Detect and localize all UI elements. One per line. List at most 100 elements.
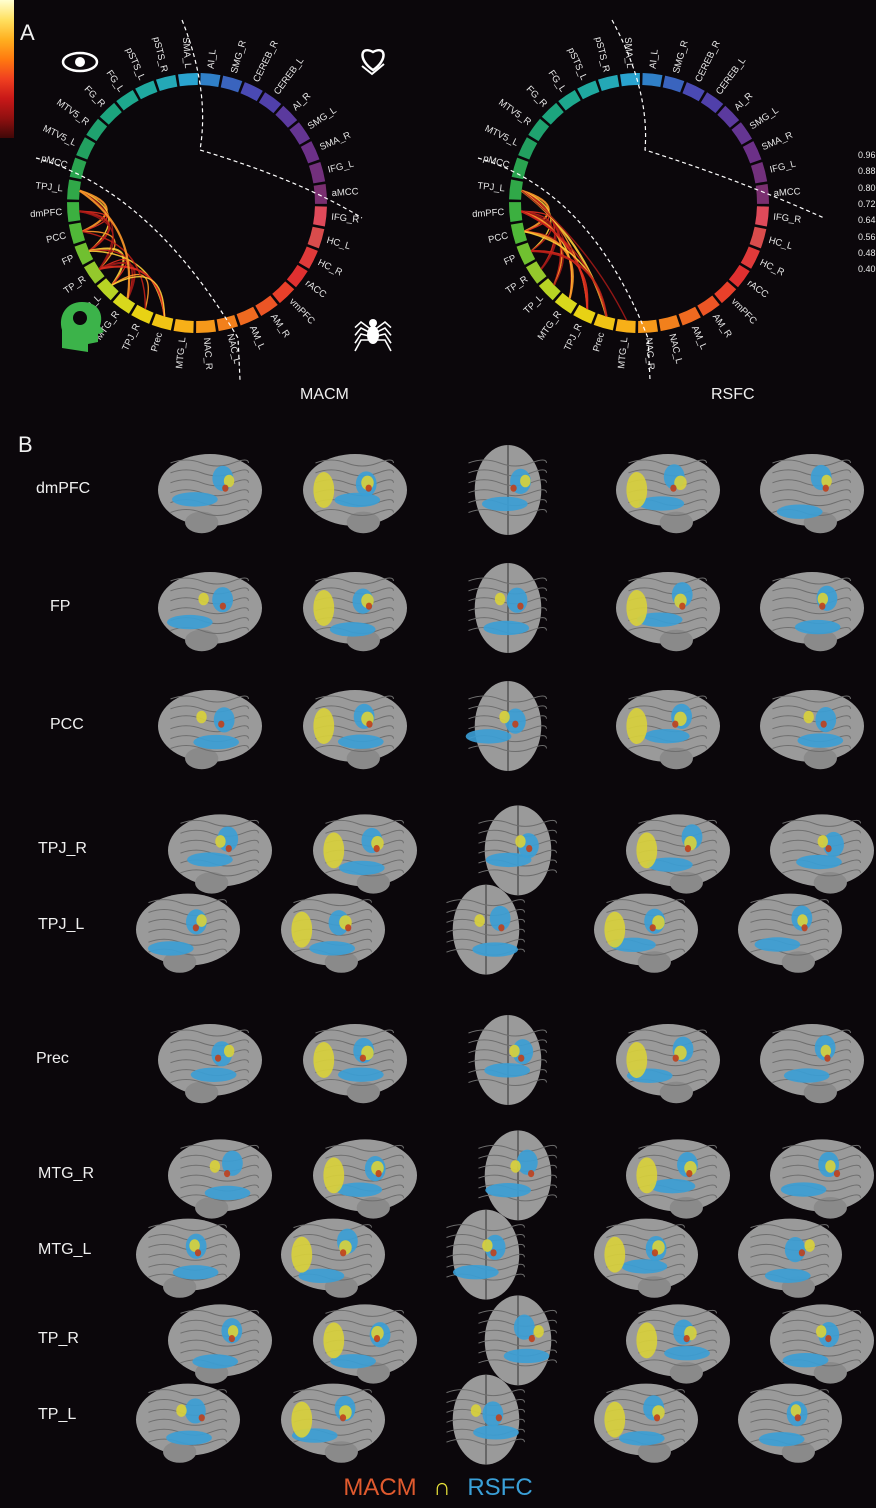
rsfc-node-label: dmPFC (472, 207, 505, 220)
macm-node-HC_R (298, 246, 318, 269)
macm-edge (98, 261, 136, 299)
brain-render (303, 454, 407, 534)
macm-overlay (365, 602, 373, 610)
macm-node-HC_L (307, 226, 325, 249)
macm-overlay (517, 602, 524, 610)
rsfc-node-FG_L (558, 89, 581, 111)
macm-overlay (366, 720, 373, 728)
rsfc-node-MTG_R (554, 292, 578, 314)
panel-b-letter: B (18, 432, 33, 457)
overlap-overlay (520, 474, 531, 488)
colorbar-tick-label: 0.64 (858, 215, 876, 226)
rsfc-overlay (643, 728, 690, 744)
macm-edge (79, 210, 111, 252)
brain-render (281, 1218, 385, 1298)
overlap-overlay (815, 1325, 827, 1338)
macm-node-IFG_L (308, 161, 326, 184)
macm-overlay (518, 1054, 525, 1062)
rsfc-node-dmPFC (509, 202, 523, 222)
macm-overlay (340, 1249, 347, 1257)
rsfc-overlay (764, 1268, 811, 1283)
colorbar-gradient (0, 0, 14, 138)
colorbar-tick-label: 0.72 (858, 198, 876, 209)
rsfc-overlay (503, 1348, 550, 1364)
macm-node-rACC (286, 264, 308, 288)
brain-render (136, 1218, 240, 1298)
colorbar-tick-label: 0.48 (858, 247, 876, 258)
brain-render (168, 814, 272, 894)
overlap-overlay (509, 1044, 520, 1058)
overlap-overlay (313, 590, 335, 626)
row-label: MTG_L (38, 1241, 92, 1258)
brain-render (446, 1374, 525, 1465)
macm-node-label: Prec (149, 331, 165, 353)
rsfc-node-label: FP (502, 253, 518, 268)
rsfc-node-HC_R (740, 246, 760, 269)
rsfc-overlay (221, 1150, 243, 1176)
macm-label: MACM (300, 386, 349, 403)
macm-node-TPJ_R (131, 304, 154, 324)
rsfc-overlay (192, 1354, 239, 1369)
rsfc-overlay (483, 620, 530, 636)
brain-render (616, 454, 720, 534)
brain-render (760, 690, 864, 770)
rsfc-node-TP_R (525, 261, 547, 284)
macm-node-AM_L (236, 306, 259, 326)
rsfc-node-SMG_R (662, 75, 685, 93)
rsfc-node-label: MTG_L (616, 337, 630, 370)
rsfc-label: RSFC (711, 386, 755, 403)
rsfc-overlay (298, 1268, 345, 1284)
macm-edge (79, 210, 115, 270)
overlap-overlay (626, 1042, 648, 1078)
macm-edge (88, 247, 125, 286)
rsfc-overlay (513, 1314, 535, 1340)
macm-overlay (528, 1335, 535, 1343)
macm-overlay (798, 1249, 806, 1257)
brain-render (303, 572, 407, 652)
macm-edge (82, 230, 116, 270)
overlap-overlay (626, 590, 648, 626)
macm-overlay (649, 924, 656, 932)
brain-render (158, 572, 262, 652)
overlap-overlay (313, 1042, 335, 1078)
macm-overlay (495, 1414, 502, 1422)
overlap-overlay (804, 1239, 815, 1252)
rsfc-node-CEREB_L (700, 92, 724, 114)
overlap-overlay (604, 1236, 626, 1273)
rsfc-overlay (465, 729, 512, 744)
legend-intersection: ∩ (433, 1474, 451, 1501)
rsfc-overlay (646, 857, 693, 872)
overlap-overlay (626, 472, 648, 508)
macm-overlay (651, 1249, 659, 1257)
macm-overlay (824, 1054, 831, 1062)
overlap-overlay (227, 1325, 239, 1338)
macm-node-FG_R (99, 102, 122, 125)
rsfc-overlay (337, 1067, 384, 1082)
rsfc-node-NAC_R (638, 319, 658, 333)
brain-render (616, 690, 720, 770)
row-label: TP_R (38, 1330, 79, 1348)
colorbar-tick-label: 0.96 (858, 150, 876, 160)
macm-overlay (225, 845, 232, 853)
rsfc-overlay (783, 1068, 830, 1083)
rsfc-node-rACC (728, 264, 750, 288)
overlap-overlay (189, 1239, 200, 1252)
brain-render (446, 884, 525, 975)
macm-node-TP_L (96, 278, 119, 301)
overlap-overlay (313, 472, 335, 508)
brain-render (136, 1383, 240, 1463)
colorbar-tick-label: 0.40 (858, 264, 876, 275)
macm-node-label: FP (60, 253, 76, 268)
brain-row (158, 445, 864, 535)
brain-render (594, 1218, 698, 1298)
macm-overlay (822, 484, 829, 492)
rsfc-overlay (638, 496, 685, 511)
row-label: MTG_R (38, 1165, 94, 1183)
brain-render (626, 814, 730, 894)
rsfc-overlay (484, 1063, 531, 1078)
brain-render (446, 1209, 525, 1300)
rsfc-overlay (815, 707, 837, 733)
overlap-overlay (323, 1322, 345, 1359)
macm-overlay (365, 484, 372, 492)
brain-render (168, 1139, 272, 1219)
